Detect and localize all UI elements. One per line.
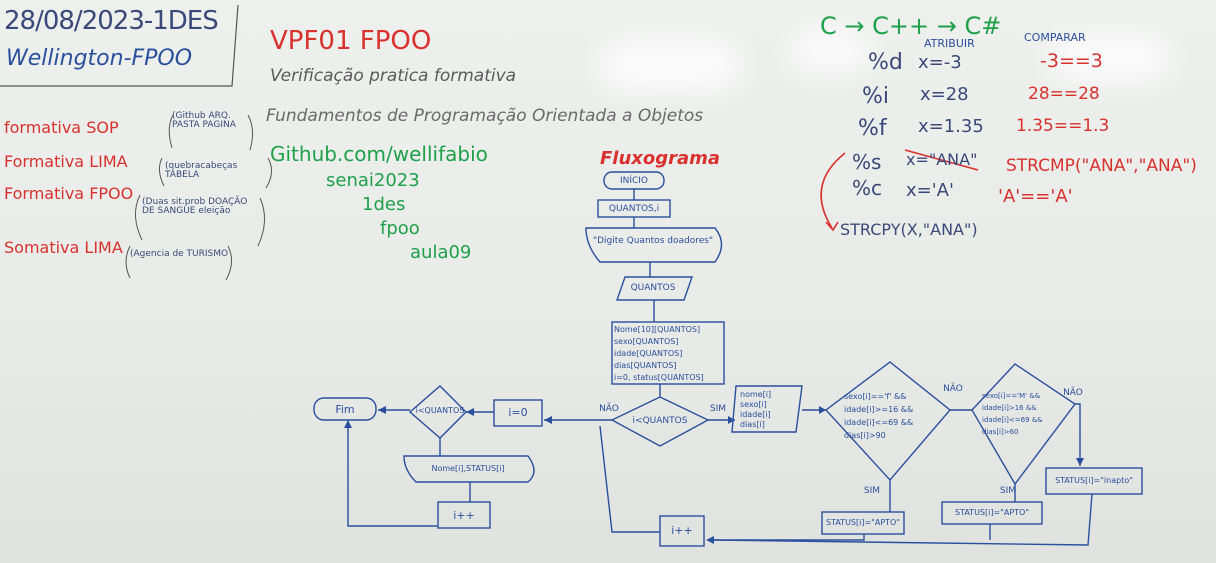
assessment-subtitle: Verificação pratica formativa [270,66,517,86]
list-item-label: Somativa LIMA [4,238,123,257]
decl-line: Nome[10][QUANTOS] [614,325,701,334]
format-spec: %s [852,150,882,174]
input-line: idade[i] [740,410,771,419]
start-terminator: INÍCIO [619,176,649,186]
glare-spot [600,40,740,90]
condition-line: dias[i]>90 [844,431,886,440]
compare-example: STRCMP("ANA","ANA") [1006,156,1197,176]
decl-line: idade[QUANTOS] [614,349,683,358]
format-spec: %i [862,84,890,109]
github-line: aula09 [410,242,472,263]
format-spec: %f [858,116,887,141]
increment-box: i++ [671,524,693,537]
sim-label: SIM [863,486,881,496]
assign-example: x=-3 [918,52,962,73]
assign-example: x='A' [906,180,954,201]
list-item-detail: (Github ARQ. PASTA PAGINA [172,111,236,130]
strcpy-example: STRCPY(X,"ANA") [840,220,978,239]
sim-label: SIM [999,486,1017,496]
decl-line: sexo[QUANTOS] [614,337,679,346]
assign-example: x="ANA" [906,150,978,169]
compare-example: 'A'=='A' [998,186,1073,207]
lang-chain: C → C++ → C# [820,12,1002,40]
compare-example: -3==3 [1040,50,1103,72]
condition-line: idade[i]>=16 && [844,405,914,414]
input-line: sexo[i] [740,400,767,409]
condition-line: sexo[i]=='M' && [982,392,1041,400]
input-line: dias[i] [740,420,765,429]
github-line: 1des [362,194,406,215]
reset-box: i=0 [508,406,528,419]
assign-example: x=1.35 [918,116,984,137]
loop-condition-2: i<QUANTOS [415,406,465,415]
assessment-code: VPF01 FPOO [270,26,432,56]
loop-condition: i<QUANTOS [632,416,688,426]
status-apto-box: STATUS[i]="APTO" [954,508,1030,517]
flowchart-title: Fluxograma [600,148,721,169]
nao-label: NÃO [1063,388,1083,398]
compare-example: 1.35==1.3 [1016,116,1110,136]
sim-label: SIM [709,404,727,414]
status-apto-box: STATUS[i]="APTO" [825,518,901,527]
github-url: Github.com/wellifabio [270,142,488,166]
course-name: Fundamentos de Programação Orientada a O… [266,106,704,126]
status-inapto-box: STATUS[i]="inapto" [1055,476,1133,485]
list-item-detail: (quebracabeças TABELA [165,161,238,180]
list-item-label: Formativa FPOO [4,184,134,203]
output-result: Nome[i],STATUS[i] [431,464,505,473]
glare-spot [1050,35,1170,80]
increment-box-2: i++ [453,509,475,522]
decl-line: i=0, status[QUANTOS] [614,373,704,382]
output-prompt: "Digite Quantos doadores" [592,236,714,246]
header-teacher: Wellington-FPOO [6,46,193,71]
condition-line: idade[i]<=69 && [982,416,1043,424]
glare-spot [790,30,870,70]
compare-example: 28==28 [1028,84,1100,104]
format-spec: %c [852,176,882,200]
condition-line: idade[i]>16 && [982,404,1037,412]
input-line: nome[i] [740,390,772,399]
end-terminator: Fim [335,403,355,416]
header-date: 28/08/2023-1DES [4,6,219,36]
col-atribuir: ATRIBUIR [924,37,975,50]
col-comparar: COMPARAR [1024,31,1086,44]
github-line: fpoo [380,218,420,239]
list-item-detail: (Agencia de TURISMO [130,249,229,259]
github-line: senai2023 [326,170,420,191]
decl-line: dias[QUANTOS] [614,361,677,370]
condition-line: idade[i]<=69 && [844,418,914,427]
list-item-label: formativa SOP [4,118,119,137]
declaration-box: QUANTOS,i [608,204,660,214]
list-item-detail: (Duas sit.prob DOAÇÃO DE SANGUE eleição [142,197,248,216]
format-spec: %d [868,50,903,75]
nao-label: NÃO [599,404,619,414]
nao-label: NÃO [943,384,963,394]
condition-line: dias[i]>60 [982,428,1019,436]
condition-line: sexo[i]=='f' && [844,392,907,401]
input-quantos: QUANTOS [630,283,676,293]
assign-example: x=28 [920,84,969,105]
list-item-label: Formativa LIMA [4,152,128,171]
